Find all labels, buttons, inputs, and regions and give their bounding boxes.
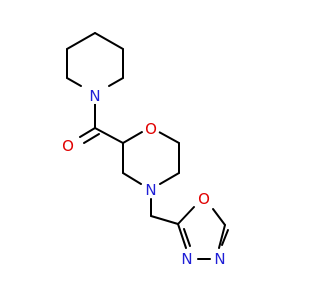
bond	[94, 127, 124, 144]
atom-n4-oxadiazole: N	[214, 250, 225, 268]
bond	[79, 127, 96, 138]
bonds	[66, 32, 229, 260]
atom-o-carbonyl: O	[62, 137, 74, 155]
structure-canvas: N O O N O N N	[59, 32, 229, 268]
bond	[66, 32, 96, 50]
atom-o-morpholine: O	[145, 120, 157, 138]
bond	[150, 215, 179, 225]
bond	[212, 208, 226, 226]
bond	[83, 133, 100, 144]
bond	[122, 131, 143, 144]
bond	[108, 77, 124, 87]
atom-o-oxadiazole: O	[198, 190, 210, 208]
bond	[94, 32, 124, 50]
atom-n-piperidine: N	[89, 87, 100, 105]
bond	[221, 229, 229, 246]
bond	[183, 228, 191, 247]
bond	[177, 223, 187, 249]
atoms: N O O N O N N	[59, 86, 229, 268]
bond	[122, 172, 142, 185]
atom-n-morpholine: N	[145, 181, 156, 199]
bond	[158, 131, 180, 144]
bond	[177, 206, 195, 225]
bond	[159, 172, 180, 185]
molecule-diagram: N O O N O N N	[59, 32, 229, 268]
bond	[218, 224, 226, 249]
bond	[66, 77, 82, 87]
atom-n3-oxadiazole: N	[181, 250, 192, 268]
